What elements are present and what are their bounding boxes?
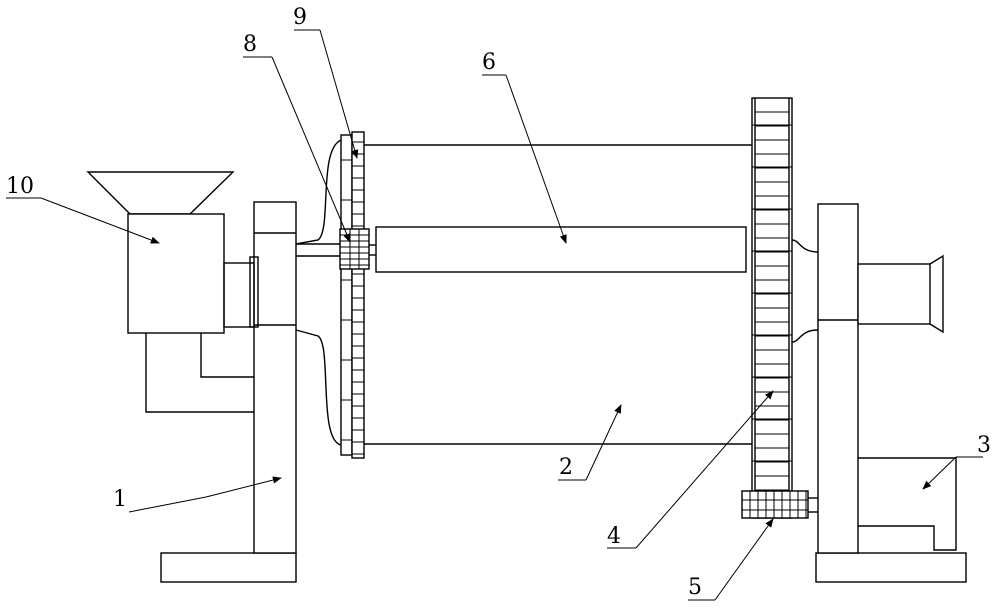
label-10: 10 [6, 174, 34, 199]
drive-pinion [742, 491, 818, 518]
right-frame [816, 204, 966, 582]
left-base-plate [161, 553, 296, 582]
inner-tube [369, 227, 746, 272]
label-4: 4 [607, 524, 621, 549]
label-8: 8 [243, 32, 257, 57]
right-base-plate [816, 553, 966, 582]
drum-body [364, 145, 752, 444]
label-2: 2 [559, 455, 573, 480]
label-9: 9 [293, 5, 307, 30]
discharge-flare [930, 256, 943, 332]
inner-tube-body [376, 227, 746, 272]
label-6: 6 [482, 50, 496, 75]
label-5: 5 [688, 575, 702, 600]
left-gear-teeth [352, 132, 364, 458]
right-gear-ring [752, 98, 818, 518]
hopper [88, 172, 233, 214]
left-upright [254, 202, 296, 553]
label-1: 1 [113, 487, 127, 512]
small-pinion [340, 229, 369, 269]
drive-shaft [296, 244, 340, 256]
feed-hopper-assembly [88, 172, 258, 412]
right-upright [818, 204, 858, 553]
label-3: 3 [977, 433, 991, 458]
left-gear-ring [296, 132, 364, 458]
left-gear-hub [341, 135, 352, 455]
feed-box [128, 214, 224, 333]
discharge-tube [858, 264, 930, 324]
